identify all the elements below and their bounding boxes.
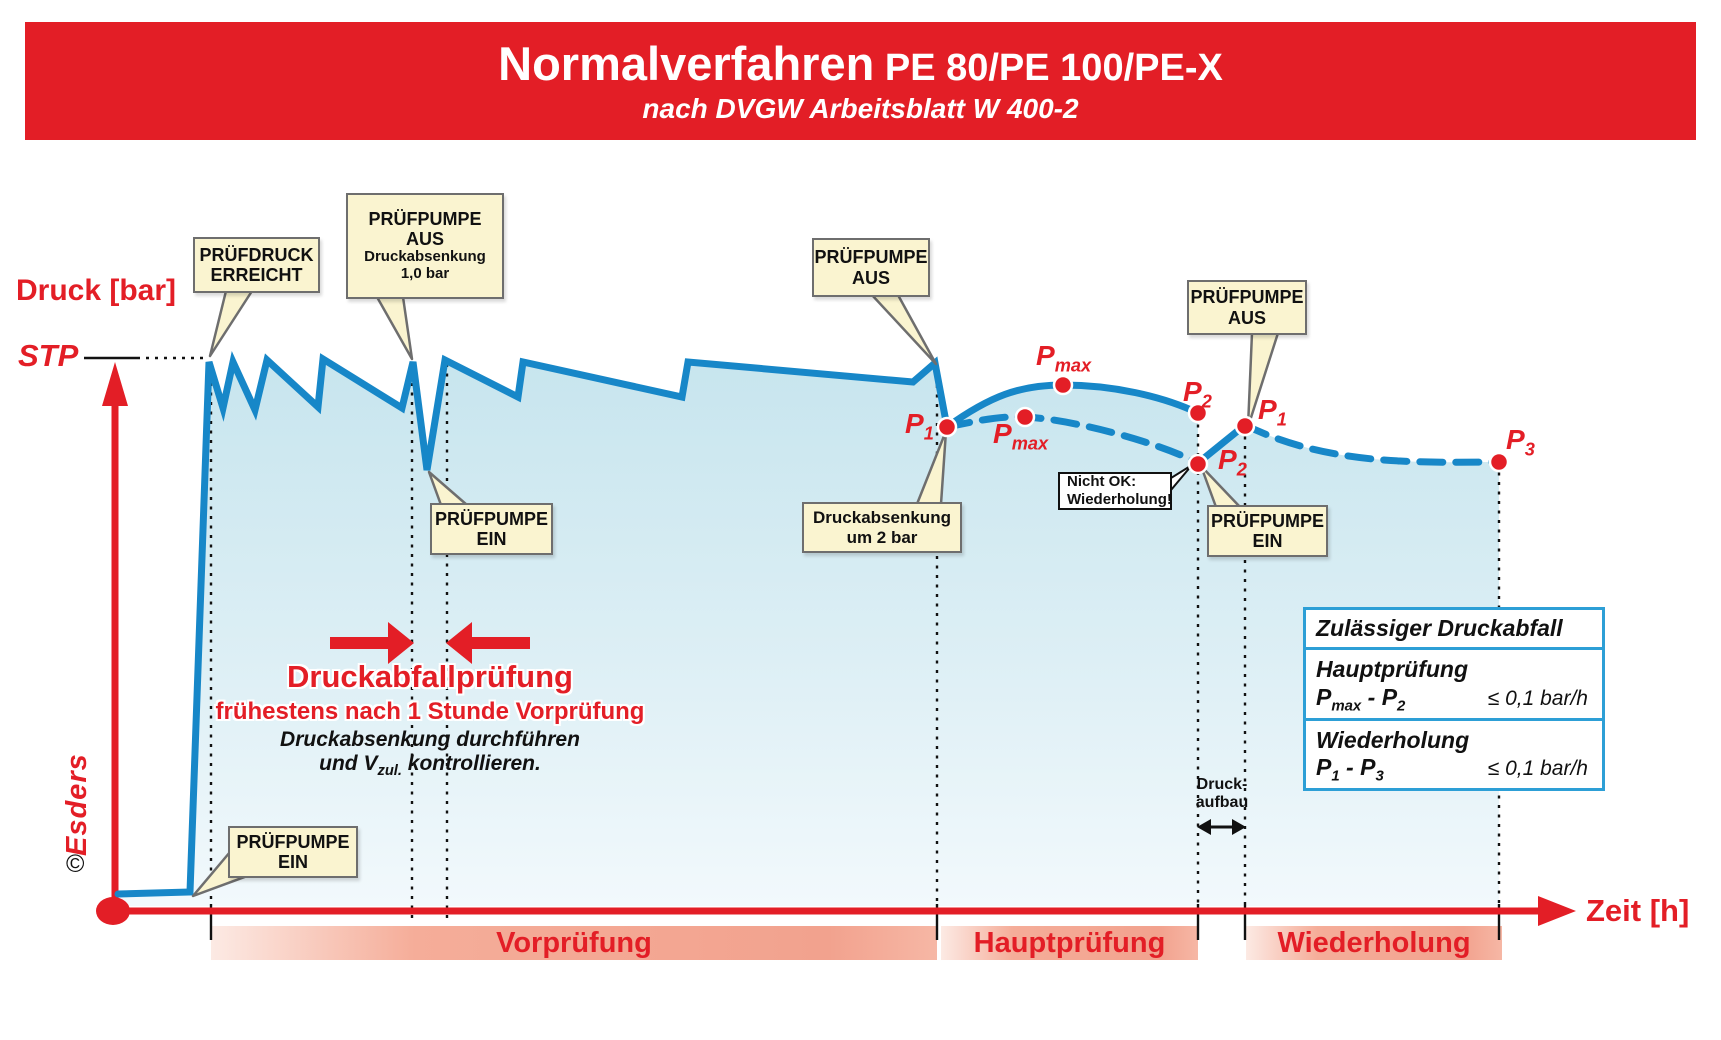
callout-line: AUS [851,267,890,288]
pressure-curve-hauptpruefung-nicht-ok [943,413,1202,467]
origin-dot [96,897,130,925]
callout-line: PRÜFPUMPE [434,508,548,529]
legend-limit: ≤ 0,1 bar/h [1487,757,1588,781]
esders-logo: Esders [61,753,93,856]
pressure-curve-wiederholung [1241,421,1503,466]
arrow-left-icon [446,622,530,664]
legend-row-hauptpruefung: Hauptprüfung Pmax - P2 ≤ 0,1 bar/h [1306,650,1602,721]
phase-label-wiederholung: Wiederholung [1277,926,1471,959]
callout-subline: Druckabsenkung [364,248,486,266]
callout-subline: 1,0 bar [400,265,450,283]
callout-line: PRÜFDRUCK [199,244,314,265]
pressure-curve-main [114,351,951,898]
title-banner: Normalverfahren PE 80/PE 100/PE-X nach D… [25,22,1696,140]
label-p3-wiederholung: P3 [1506,424,1535,460]
callout-pruefpumpe-ein-2: PRÜFPUMPE EIN [430,503,553,555]
druckabfallpruefung-note-2: und Vzul. kontrollieren. [319,752,541,780]
callout-line: PRÜFPUMPE [814,247,928,268]
callout-pruefpumpe-aus-3: PRÜFPUMPE AUS [1187,280,1307,335]
point-p1-wiederholung [1234,415,1256,437]
label-p1-hauptpruefung: P1 [905,408,934,444]
legend-formula: P1 - P3 [1316,754,1384,785]
callout-pruefpumpe-ein-3: PRÜFPUMPE EIN [1207,505,1328,557]
legend-formula: Pmax - P2 [1316,683,1406,715]
phase-label-hauptpruefung: Hauptprüfung [973,926,1166,959]
phase-band-hauptpruefung [941,926,1198,960]
legend-row-wiederholung: Wiederholung P1 - P3 ≤ 0,1 bar/h [1306,721,1602,788]
phase-band-wiederholung [1246,926,1502,960]
callout-line: um 2 bar [846,527,918,547]
callout-line: PRÜFPUMPE [1210,510,1324,531]
callout-pruefpumpe-aus-1: PRÜFPUMPE AUS Druckabsenkung 1,0 bar [346,193,504,299]
callout-line: AUS [405,229,444,250]
callout-line: Nicht OK: [1067,473,1137,490]
y-axis-arrowhead [102,362,128,406]
druckabfallpruefung-subheading: frühestens nach 1 Stunde Vorprüfung [215,698,645,725]
callout-line: PRÜFPUMPE [368,209,482,230]
title-spec: PE 80/PE 100/PE-X [874,46,1223,89]
druckaufbau-arrow-icon [1197,819,1246,835]
legend-limit: ≤ 0,1 bar/h [1487,686,1588,710]
label-pmax-hauptpruefung: Pmax [1036,340,1092,376]
callout-line: Druckabsenkung [813,508,951,528]
arrow-right-icon [330,622,414,664]
y-axis-label: Druck [bar] [16,274,177,307]
point-p2-nicht-ok [1187,453,1209,475]
label-p1-wiederholung: P1 [1258,394,1287,430]
druckaufbau-label: Druck- aufbau [1195,776,1249,811]
point-pmax-nicht-ok [1014,406,1036,428]
point-p1-hauptpruefung [936,416,958,438]
legend-zulaessiger-druckabfall: Zulässiger Druckabfall Hauptprüfung Pmax… [1303,607,1605,792]
pressure-points [936,374,1510,475]
callout-nicht-ok: Nicht OK: Wiederholung! [1058,472,1172,510]
callout-line: Wiederholung! [1067,491,1172,508]
point-p3-wiederholung [1488,451,1510,473]
page-title: Normalverfahren PE 80/PE 100/PE-X [498,40,1223,87]
callout-pruefdruck-erreicht: PRÜFDRUCK ERREICHT [193,237,320,293]
callout-line: PRÜFPUMPE [236,831,350,852]
label-p2-hauptpruefung: P2 [1183,376,1212,412]
callout-line: AUS [1227,307,1266,328]
legend-title: Zulässiger Druckabfall [1306,610,1602,651]
callout-pruefpumpe-ein-1: PRÜFPUMPE EIN [228,826,358,878]
stp-label: STP [18,338,79,373]
callout-line: EIN [476,529,507,549]
callout-line: PRÜFPUMPE [1190,287,1304,308]
x-axis-arrowhead [1538,896,1576,926]
callout-line: ERREICHT [210,265,303,285]
copyright-mark: © [66,850,85,878]
page-subtitle: nach DVGW Arbeitsblatt W 400-2 [642,92,1079,124]
druckabfallpruefung-note-1: Druckabsenkung durchführen [280,728,580,751]
point-p2-hauptpruefung [1187,402,1209,424]
phase-label-vorpruefung: Vorprüfung [496,926,652,959]
callout-line: EIN [277,852,308,872]
callout-line: EIN [1252,531,1283,551]
label-p2-nicht-ok: P2 [1218,444,1247,480]
title-main: Normalverfahren [498,36,875,90]
callout-pruefpumpe-aus-2: PRÜFPUMPE AUS [812,238,930,297]
label-pmax-nicht-ok: Pmax [993,418,1049,454]
callout-druckabsenkung-2bar: Druckabsenkung um 2 bar [802,502,962,553]
point-pmax-hauptpruefung [1052,374,1074,396]
phase-band-vorpruefung [211,926,937,960]
x-axis-label: Zeit [h] [1586,893,1690,928]
druckabfallpruefung-heading: Druckabfallprüfung [287,659,573,694]
